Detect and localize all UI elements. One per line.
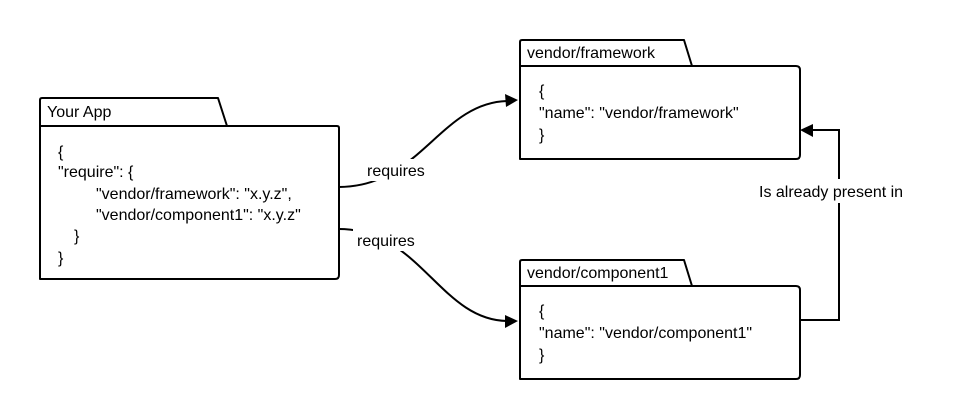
your-app-code-line: "vendor/component1": "x.y.z" xyxy=(96,207,301,224)
your-app-title: Your App xyxy=(47,104,111,121)
vendor-component1-code-line: { xyxy=(539,303,545,320)
edge-label-background xyxy=(362,159,434,181)
edge-already-present: Is already present in xyxy=(752,124,924,321)
vendor-framework-code-line: "name": "vendor/framework" xyxy=(539,105,739,122)
edge-requires-framework-line xyxy=(338,100,508,188)
your-app-folder-shape xyxy=(39,97,340,280)
edge-requires-framework-label: requires xyxy=(367,163,425,180)
edge-label-background xyxy=(752,179,924,203)
vendor-component1-node: vendor/component1 { "name": "vendor/comp… xyxy=(519,259,801,380)
vendor-framework-code-line: { xyxy=(539,83,545,100)
edge-requires-framework: requires xyxy=(338,94,518,188)
edge-already-present-arrowhead xyxy=(800,124,813,137)
vendor-component1-title: vendor/component1 xyxy=(527,265,669,282)
vendor-framework-title: vendor/framework xyxy=(527,45,656,62)
your-app-node: Your App { "require": { "vendor/framewor… xyxy=(39,97,340,280)
edge-requires-component-arrowhead xyxy=(505,315,518,328)
vendor-framework-folder-shape xyxy=(519,39,801,160)
vendor-component1-code-line: "name": "vendor/component1" xyxy=(539,325,752,342)
edge-requires-framework-arrowhead xyxy=(505,94,518,107)
edge-requires-component: requires xyxy=(338,228,518,328)
your-app-code-line: "require": { xyxy=(58,164,134,181)
edge-already-present-label: Is already present in xyxy=(759,184,903,201)
vendor-component1-code-line: } xyxy=(539,347,545,364)
edge-label-background xyxy=(353,229,425,251)
edge-already-present-line xyxy=(800,129,840,321)
your-app-code-line: "vendor/framework": "x.y.z", xyxy=(96,186,292,203)
your-app-code-line: { xyxy=(58,144,64,161)
vendor-framework-code-line: } xyxy=(539,127,545,144)
vendor-framework-node: vendor/framework { "name": "vendor/frame… xyxy=(519,39,801,160)
vendor-component1-folder-shape xyxy=(519,259,801,380)
your-app-code-line: } xyxy=(74,228,80,245)
your-app-code-line: } xyxy=(58,250,64,267)
edge-requires-component-label: requires xyxy=(357,233,415,250)
